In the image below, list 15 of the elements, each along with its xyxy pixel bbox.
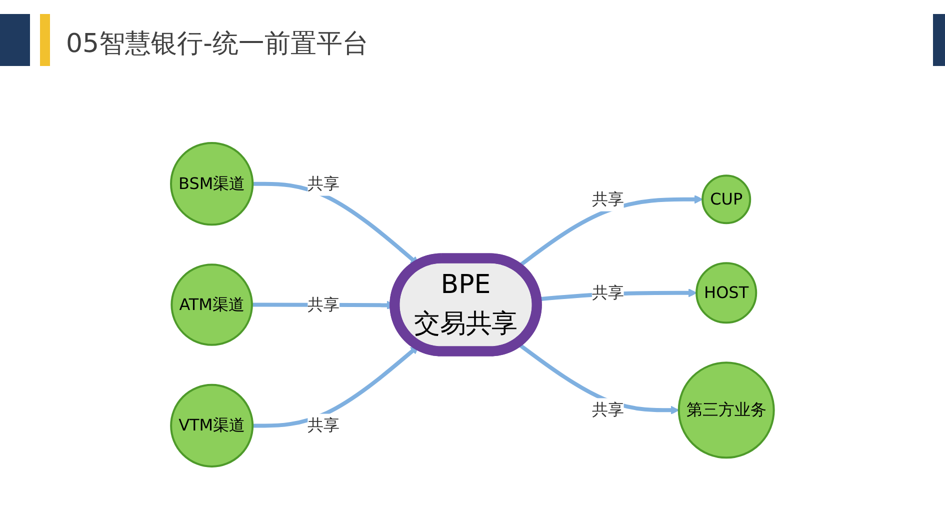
edge-label: 共享 [592, 400, 624, 420]
node-circle: ATM渠道 [170, 264, 254, 346]
node-circle: CUP [702, 174, 752, 224]
node-circle: HOST [696, 262, 758, 324]
edge-label: 共享 [592, 190, 624, 209]
arrow [252, 182, 420, 266]
edge-label: 共享 [308, 174, 340, 194]
node-circle: BSM渠道 [170, 142, 254, 226]
arrow [252, 346, 420, 428]
node-circle: VTM渠道 [170, 384, 254, 468]
edge-label: 共享 [308, 295, 340, 314]
edge-label: 共享 [308, 416, 340, 435]
title: 05智慧银行-统一前置平台 [66, 28, 368, 61]
node-circle: 第三方业务 [678, 362, 775, 459]
edge-label: 共享 [592, 283, 624, 302]
